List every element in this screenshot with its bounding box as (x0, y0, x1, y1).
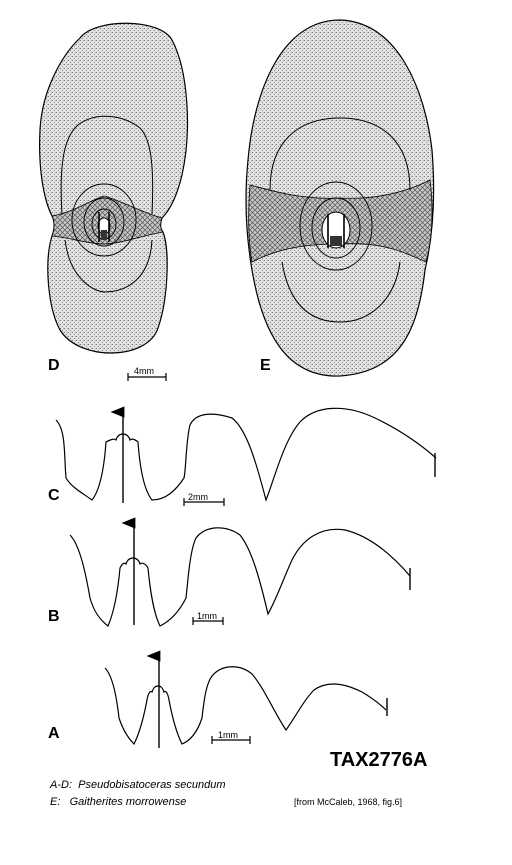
caption-key-1: A-D: (50, 779, 72, 791)
scale-bar-1mm-b: 1mm (192, 611, 224, 625)
caption-key-2: E: (50, 796, 61, 808)
suture-c-drawing (55, 406, 437, 503)
caption-taxon-2: Gaitherites morrowense (69, 796, 187, 808)
caption-taxon-1: Pseudobisatoceras secundum (78, 779, 226, 791)
caption-line-1: A-D: Pseudobisatoceras secundum (50, 779, 226, 791)
suture-b-label: B (48, 608, 60, 625)
caption-line-2: E: Gaitherites morrowense (50, 796, 186, 808)
suture-c-label: C (48, 487, 60, 504)
suture-a-label: A (48, 725, 60, 742)
suture-a-drawing (104, 650, 388, 748)
scale-label-1mm-a: 1mm (218, 730, 238, 740)
scale-label-4mm: 4mm (134, 366, 154, 376)
specimen-e-drawing (245, 19, 435, 377)
scale-bar-4mm: 4mm (127, 366, 167, 381)
scale-bar-1mm-a: 1mm (211, 730, 251, 744)
plate-id: TAX2776A (330, 749, 427, 771)
scale-label-2mm: 2mm (188, 492, 208, 502)
specimen-d-label: D (48, 357, 60, 374)
caption-source: [from McCaleb, 1968, fig.6] (294, 797, 403, 807)
scale-bar-2mm: 2mm (183, 492, 225, 506)
specimen-e-label: E (260, 357, 271, 374)
specimen-d-drawing (39, 22, 189, 354)
suture-b-drawing (69, 517, 411, 627)
scale-label-1mm-b: 1mm (197, 611, 217, 621)
